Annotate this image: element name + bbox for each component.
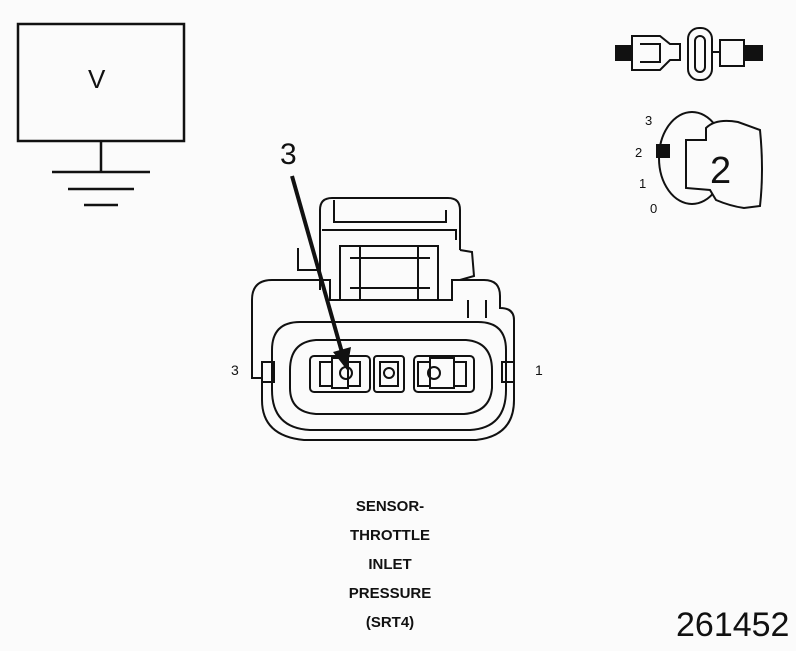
key-position-1: 1 bbox=[639, 176, 647, 191]
caption-line: (SRT4) bbox=[365, 614, 415, 631]
callout-arrow bbox=[290, 175, 351, 370]
caption-line: PRESSURE bbox=[348, 585, 432, 602]
connector-icon bbox=[615, 27, 763, 81]
key-position-3: 3 bbox=[645, 113, 653, 128]
key-position-0: 0 bbox=[650, 201, 658, 216]
pin-cavity-3 bbox=[309, 355, 371, 393]
key-position-2: 2 bbox=[635, 145, 643, 160]
pin-cavity-1 bbox=[413, 355, 475, 393]
caption-line: SENSOR- bbox=[355, 498, 425, 515]
caption-line: THROTTLE bbox=[350, 527, 430, 544]
caption-line: INLET bbox=[368, 556, 412, 573]
voltmeter-label: V bbox=[88, 64, 106, 94]
connector-caption: SENSOR- THROTTLE INLET PRESSURE (SRT4) bbox=[330, 492, 450, 637]
pin-1-label: 1 bbox=[535, 362, 543, 378]
figure-id: 261452 bbox=[676, 606, 790, 644]
key-position-number: 2 bbox=[710, 150, 732, 192]
connector-face bbox=[251, 197, 515, 441]
pin-cavity-2 bbox=[373, 355, 405, 393]
pin-cavities bbox=[309, 355, 475, 393]
pin-3-label: 3 bbox=[231, 362, 239, 378]
voltmeter-symbol bbox=[16, 22, 186, 207]
callout-number: 3 bbox=[280, 138, 297, 171]
ignition-key-icon bbox=[656, 111, 763, 210]
